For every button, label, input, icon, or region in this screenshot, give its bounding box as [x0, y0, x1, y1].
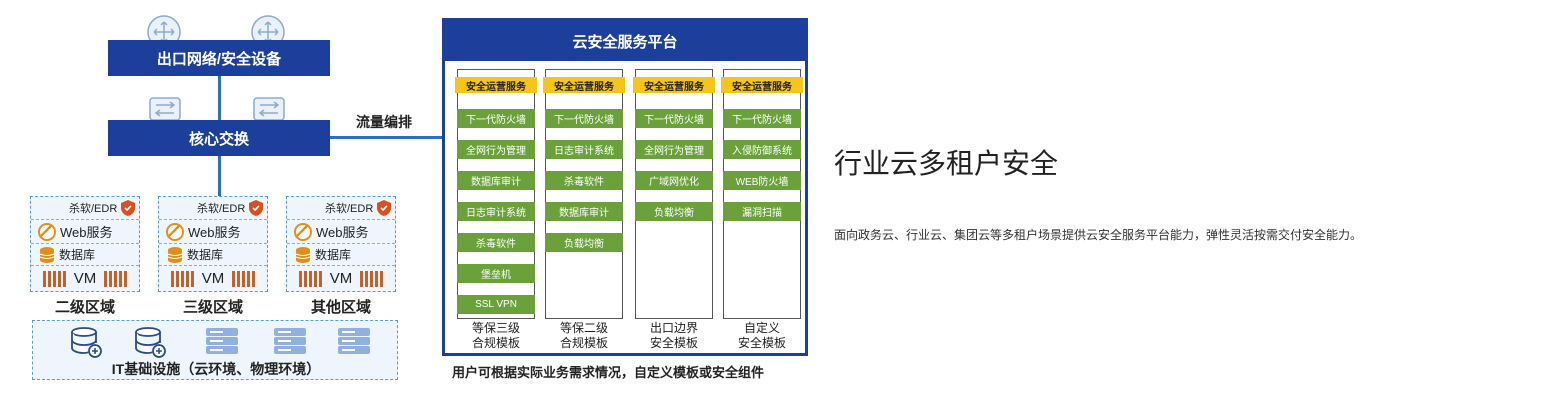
- shield-icon: [249, 200, 264, 216]
- database-icon: [167, 246, 183, 263]
- component-item: 数据库审计: [545, 202, 623, 221]
- zone-name: 三级区域: [182, 299, 243, 316]
- web-service-icon: [38, 222, 56, 241]
- zone-card: 杀软/EDR Web服务 数: [30, 196, 140, 292]
- av-label: 杀软/EDR: [197, 203, 246, 215]
- template-column: [723, 69, 801, 319]
- zone-card: 杀软/EDR Web服务 数: [158, 196, 268, 292]
- template-name-line2: 安全模板: [649, 336, 698, 350]
- web-service-label: Web服务: [60, 225, 113, 240]
- component-item: WEB防火墙: [723, 171, 801, 190]
- component-item: 日志审计系统: [457, 202, 535, 221]
- zones-area: 杀软/EDR Web服务 数: [30, 196, 398, 320]
- egress-bar: 出口网络/安全设备: [108, 40, 330, 76]
- component-item: 下一代防火墙: [457, 109, 535, 128]
- ops-service-badge: 安全运营服务: [455, 77, 537, 93]
- component-item: 广域网优化: [635, 171, 713, 190]
- flow-label: 流量编排: [356, 114, 412, 130]
- vm-label: VM: [201, 270, 225, 287]
- database-icon: [295, 246, 311, 263]
- component-item: 下一代防火墙: [545, 109, 623, 128]
- template-name: 出口边界 安全模板: [629, 321, 719, 351]
- component-item: 杀毒软件: [457, 233, 535, 252]
- av-label: 杀软/EDR: [325, 203, 374, 215]
- web-service-icon: [166, 222, 184, 241]
- av-label: 杀软/EDR: [69, 203, 118, 215]
- ops-service-badge: 安全运营服务: [721, 77, 803, 93]
- vm-label: VM: [73, 270, 97, 287]
- network-diagram: 出口网络/安全设备 核心交换 流量编排 杀软/EDR: [0, 0, 442, 405]
- web-service-label: Web服务: [316, 225, 369, 240]
- component-item: 全网行为管理: [457, 140, 535, 159]
- page-description: 面向政务云、行业云、集团云等多租户场景提供云安全服务平台能力，弹性灵活按需交付安…: [834, 228, 1363, 242]
- template-name-line2: 合规模板: [559, 336, 608, 350]
- vm-bars-icon: [360, 270, 384, 287]
- flow-connector: [330, 136, 442, 139]
- page-title: 行业云多租户安全: [834, 147, 1059, 180]
- vm-bars-icon: [298, 270, 322, 287]
- database-label: 数据库: [187, 248, 224, 262]
- component-item: 下一代防火墙: [635, 109, 713, 128]
- vm-bars-icon: [42, 270, 66, 287]
- core-switch-bar: 核心交换: [108, 120, 330, 156]
- component-item: 数据库审计: [457, 171, 535, 190]
- template-column: [545, 69, 623, 319]
- component-item: 负载均衡: [635, 202, 713, 221]
- server-icon: [338, 328, 370, 354]
- template-name: 自定义 安全模板: [717, 321, 807, 351]
- egress-label: 出口网络/安全设备: [156, 50, 282, 68]
- template-name-line1: 自定义: [743, 321, 780, 335]
- platform-header: 云安全服务平台: [445, 21, 805, 61]
- component-item: 漏洞扫描: [723, 202, 801, 221]
- security-platform: 云安全服务平台 安全运营服务 下一代防火墙 全网行为管理 数据库审计 日志审计系…: [442, 18, 808, 356]
- template-name-line2: 安全模板: [737, 336, 786, 350]
- database-label: 数据库: [59, 248, 96, 262]
- component-item: SSL VPN: [457, 295, 535, 314]
- vm-bars-icon: [170, 270, 194, 287]
- component-item: 负载均衡: [545, 233, 623, 252]
- server-icon: [206, 328, 238, 354]
- switch-icon: [149, 97, 181, 121]
- component-item: 杀毒软件: [545, 171, 623, 190]
- component-item: 全网行为管理: [635, 140, 713, 159]
- connector-line: [218, 76, 221, 120]
- template-name-line2: 合规模板: [471, 336, 520, 350]
- zone-name: 二级区域: [54, 299, 115, 316]
- ops-service-badge: 安全运营服务: [543, 77, 625, 93]
- storage-icon: [71, 327, 102, 358]
- vm-bars-icon: [104, 270, 128, 287]
- platform-caption: 用户可根据实际业务需求情况，自定义模板或安全组件: [452, 365, 765, 380]
- template-name: 等保二级 合规模板: [539, 321, 629, 351]
- shield-icon: [121, 200, 136, 216]
- web-service-label: Web服务: [188, 225, 241, 240]
- web-service-icon: [294, 222, 312, 241]
- template-name-line1: 出口边界: [649, 321, 698, 335]
- template-name-line1: 等保三级: [471, 321, 520, 335]
- template-name-line1: 等保二级: [559, 321, 608, 335]
- vm-label: VM: [329, 270, 353, 287]
- platform-title: 云安全服务平台: [572, 33, 678, 51]
- switch-icon: [253, 97, 285, 121]
- server-icon: [274, 328, 306, 354]
- component-item: 入侵防御系统: [723, 140, 801, 159]
- infrastructure-label: IT基础设施（云环境、物理环境）: [111, 361, 321, 377]
- infrastructure-box: IT基础设施（云环境、物理环境）: [32, 320, 398, 380]
- zone-name: 其他区域: [310, 299, 371, 316]
- template-name: 等保三级 合规模板: [451, 321, 541, 351]
- connector-line: [218, 156, 221, 196]
- component-item: 下一代防火墙: [723, 109, 801, 128]
- core-switch-label: 核心交换: [188, 130, 249, 148]
- ops-service-badge: 安全运营服务: [633, 77, 715, 93]
- component-item: 堡垒机: [457, 264, 535, 283]
- vm-bars-icon: [232, 270, 256, 287]
- storage-icon: [135, 327, 166, 358]
- zone-card: 杀软/EDR Web服务 数: [286, 196, 396, 292]
- database-label: 数据库: [315, 248, 352, 262]
- database-icon: [39, 246, 55, 263]
- template-column: [635, 69, 713, 319]
- shield-icon: [377, 200, 392, 216]
- component-item: 日志审计系统: [545, 140, 623, 159]
